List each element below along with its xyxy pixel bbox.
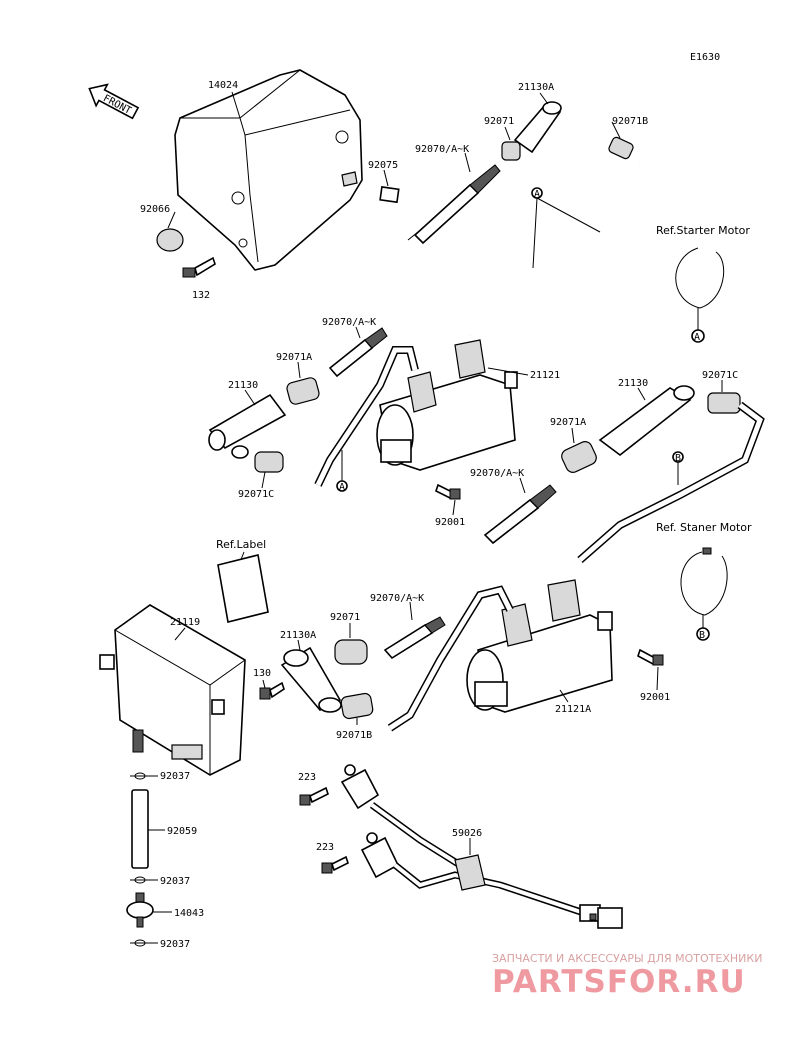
callout-b-2: B [699, 630, 705, 641]
part-92071A-mid2: 92071A [550, 417, 586, 428]
part-223-1: 223 [298, 772, 316, 783]
part-21130A-low: 21130A [280, 630, 316, 641]
part-92070-top: 92070/A~K [415, 144, 469, 155]
part-92070-mid1: 92070/A~K [322, 317, 376, 328]
part-21130-mid2: 21130 [618, 378, 648, 389]
part-21121A: 21121A [555, 704, 591, 715]
ref-staner-motor: Ref. Staner Motor [656, 521, 752, 534]
bolt-92001-mid [435, 483, 461, 500]
seal-92071-top [501, 141, 521, 161]
spark-plug-low [383, 616, 446, 660]
diagram-code: E1630 [690, 52, 720, 63]
spark-plug-mid1 [328, 327, 388, 378]
seal-92071A-mid1 [286, 377, 320, 405]
part-130: 130 [253, 668, 271, 679]
callout-b-1: B [675, 453, 681, 464]
tube-92059 [131, 789, 149, 869]
pad-92075 [379, 186, 400, 204]
watermark-brand: PARTSFOR.RU [492, 964, 746, 1000]
bolt-130 [259, 681, 285, 700]
part-92071B-low: 92071B [336, 730, 372, 741]
sensor-upper [340, 764, 380, 810]
watermark-tagline: ЗАПЧАСТИ И АКСЕССУАРЫ ДЛЯ МОТОТЕХНИКИ [492, 952, 762, 965]
part-14043: 14043 [174, 908, 204, 919]
label-sheet [217, 554, 269, 623]
cap-21130A-top [513, 101, 562, 154]
part-21130A-top: 21130A [518, 82, 554, 93]
callout-a-1: A [534, 189, 540, 200]
bolt-92001-low [637, 648, 664, 666]
front-arrow-icon: FRONT [88, 83, 140, 120]
callout-a-2: A [694, 332, 700, 343]
part-92071-top: 92071 [484, 116, 514, 127]
cap-21130A-low [280, 646, 342, 713]
valve-14043 [126, 892, 154, 928]
part-92071A-mid1: 92071A [276, 352, 312, 363]
part-223-2: 223 [316, 842, 334, 853]
cover-14024 [174, 69, 363, 271]
callout-a-3: A [339, 482, 345, 493]
part-92071-low: 92071 [330, 612, 360, 623]
screw-223-2 [321, 855, 349, 874]
part-92071C-mid2: 92071C [702, 370, 738, 381]
part-92071B-top: 92071B [612, 116, 648, 127]
harness-junction [454, 854, 486, 891]
part-92001-mid: 92001 [435, 517, 465, 528]
cap-21130-mid2 [598, 385, 695, 457]
part-92075: 92075 [368, 160, 398, 171]
coil-21121 [376, 339, 518, 471]
seal-92071B-low [340, 692, 374, 720]
part-92071C-mid1: 92071C [238, 489, 274, 500]
sensor-lower [360, 832, 400, 879]
cap-21130-mid1 [208, 393, 287, 459]
part-21130-mid1: 21130 [228, 380, 258, 391]
part-92037-1: 92037 [160, 771, 190, 782]
unit-21119 [99, 604, 246, 776]
seal-92071A-mid2 [561, 441, 597, 473]
bolt-132 [182, 256, 216, 278]
seal-92071C-mid1 [254, 451, 284, 473]
coil-21121A [466, 579, 613, 713]
connector-59026 [579, 904, 623, 929]
ref-label: Ref.Label [216, 538, 266, 551]
part-92001-low: 92001 [640, 692, 670, 703]
part-92059: 92059 [167, 826, 197, 837]
part-21119: 21119 [170, 617, 200, 628]
part-92070-mid2: 92070/A~K [470, 468, 524, 479]
part-14024: 14024 [208, 80, 238, 91]
seal-92071C-mid2 [707, 392, 741, 414]
part-92066: 92066 [140, 204, 170, 215]
seal-92071B-top [608, 136, 634, 160]
grommet-92066 [156, 228, 184, 252]
part-21121: 21121 [530, 370, 560, 381]
part-132: 132 [192, 290, 210, 301]
screw-223-1 [299, 786, 329, 806]
part-59026: 59026 [452, 828, 482, 839]
part-92037-2: 92037 [160, 876, 190, 887]
ref-starter-motor: Ref.Starter Motor [656, 224, 750, 237]
part-92070-low: 92070/A~K [370, 593, 424, 604]
spark-plug-mid2 [483, 484, 557, 545]
seal-92071-low [334, 639, 368, 665]
spark-plug-top [407, 164, 501, 245]
part-92037-3: 92037 [160, 939, 190, 950]
